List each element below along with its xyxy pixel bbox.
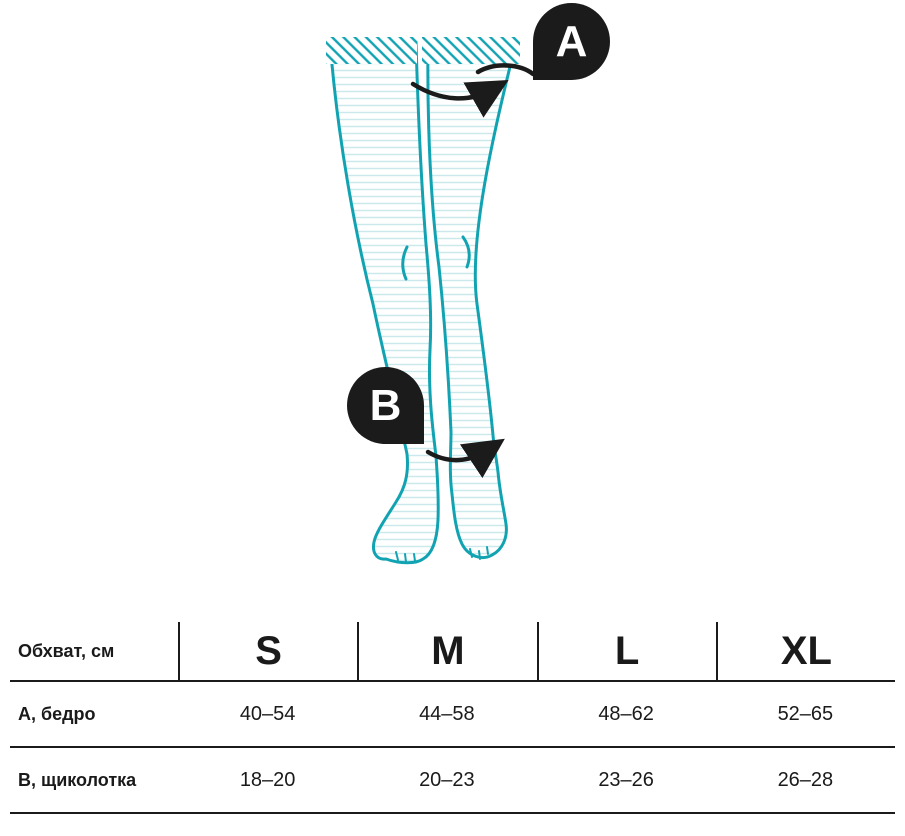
thigh-value-xl: 52–65 <box>777 702 834 725</box>
marker-a-label: A <box>555 16 588 66</box>
thigh-value-s: 40–54 <box>239 702 296 725</box>
size-column-header-m: M <box>357 622 536 680</box>
ankle-value-l: 23–26 <box>598 768 654 791</box>
right-knee-crease <box>461 235 471 269</box>
right-stocking-top-hatch <box>422 37 520 64</box>
ankle-value-s: 18–20 <box>239 768 296 791</box>
row-label-ankle: В, щиколотка <box>18 769 137 790</box>
ankle-value-m: 20–23 <box>419 768 475 791</box>
left-foot-toes <box>395 551 416 563</box>
size-table-header-row: Обхват, см S M L XL <box>10 622 895 680</box>
marker-b-label: B <box>369 380 402 430</box>
thigh-arrow-back-arc <box>475 63 536 77</box>
thigh-value-m: 44–58 <box>419 702 475 725</box>
thigh-arrow <box>410 79 509 118</box>
marker-b-bubble: B <box>347 367 424 444</box>
marker-a-bubble: A <box>533 3 610 80</box>
size-column-header-xl: XL <box>715 622 895 680</box>
right-foot-toes <box>469 546 489 560</box>
ankle-arrow <box>425 438 505 479</box>
size-table: Обхват, см S M L XL А, бедро 40–54 44–58… <box>10 622 895 814</box>
legs-illustration <box>326 37 536 565</box>
left-leg <box>328 40 440 565</box>
ankle-value-xl: 26–28 <box>777 768 834 791</box>
right-leg <box>426 40 518 559</box>
left-stocking-top-hatch <box>326 37 417 64</box>
left-knee-crease <box>401 245 409 281</box>
size-column-header-s: S <box>178 622 357 680</box>
table-row-ankle: В, щиколотка 18–20 20–23 23–26 26–28 <box>10 746 895 812</box>
table-corner-label: Обхват, см <box>18 640 115 661</box>
row-label-thigh: А, бедро <box>18 703 96 724</box>
table-row-thigh: А, бедро 40–54 44–58 48–62 52–65 <box>10 680 895 746</box>
thigh-value-l: 48–62 <box>598 702 654 725</box>
size-column-header-l: L <box>536 622 716 680</box>
